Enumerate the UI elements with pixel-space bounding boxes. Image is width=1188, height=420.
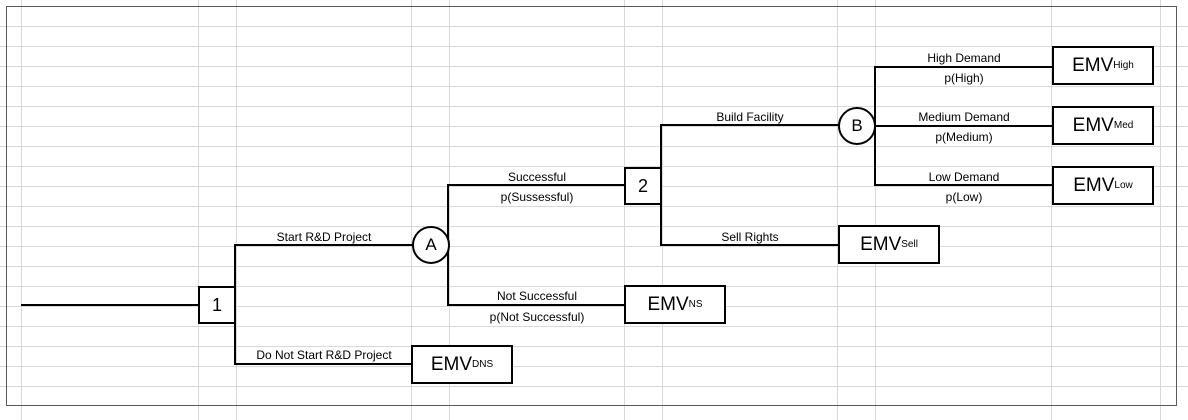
emv-dns-subscript: DNS — [472, 359, 494, 370]
emv-prefix: EMV — [430, 353, 473, 375]
decision-node-2: 2 — [624, 167, 662, 205]
grid-row-line — [0, 66, 1188, 67]
not-successful-label: Not Successful — [496, 289, 578, 303]
grid-row-line — [0, 366, 1188, 367]
do-not-start-line — [234, 363, 414, 365]
grid-row-line — [0, 126, 1188, 127]
grid-row-line — [0, 86, 1188, 87]
emv-sell-subscript: Sell — [901, 239, 918, 250]
grid-row-line — [0, 286, 1188, 287]
start-rd-line — [234, 244, 414, 246]
emv-prefix: EMV — [1072, 114, 1114, 136]
grid-row-line — [0, 166, 1188, 167]
grid-column-line — [21, 0, 22, 420]
p-high-label: p(High) — [944, 71, 984, 85]
p-low-label: p(Low) — [945, 190, 983, 204]
emv-high-subscript: High — [1113, 60, 1134, 71]
successful-label: Successful — [507, 170, 567, 184]
start-rd-label: Start R&D Project — [276, 230, 372, 244]
medium-demand-line — [874, 125, 1054, 127]
grid-row-line — [0, 106, 1188, 107]
high-demand-line — [874, 66, 1054, 68]
grid-column-line — [1160, 0, 1161, 420]
sell-rights-line — [660, 244, 840, 246]
do-not-start-label: Do Not Start R&D Project — [256, 348, 392, 362]
grid-column-line — [1051, 0, 1052, 420]
grid-column-line — [236, 0, 237, 420]
grid-row-line — [0, 306, 1188, 307]
grid-row-line — [0, 386, 1188, 387]
emv-prefix: EMV — [1072, 54, 1114, 76]
grid-column-line — [411, 0, 412, 420]
successful-line — [447, 184, 627, 186]
grid-row-line — [0, 206, 1188, 207]
medium-demand-label: Medium Demand — [918, 110, 1010, 124]
grid-column-line — [198, 0, 199, 420]
chance-node-b: B — [838, 107, 876, 145]
grid-row-line — [0, 186, 1188, 187]
sell-rights-label: Sell Rights — [721, 230, 779, 244]
grid-column-line — [624, 0, 625, 420]
grid-row-line — [0, 46, 1188, 47]
p-medium-label: p(Medium) — [935, 130, 993, 144]
build-facility-label: Build Facility — [716, 110, 784, 124]
grid-row-line — [0, 246, 1188, 247]
grid-row-line — [0, 346, 1188, 347]
grid-column-line — [875, 0, 876, 420]
p-successful-label: p(Sussessful) — [500, 190, 574, 204]
grid-row-line — [0, 326, 1188, 327]
root-line — [21, 304, 200, 306]
grid-row-line — [0, 146, 1188, 147]
chance-node-a: A — [412, 226, 450, 264]
emv-prefix: EMV — [860, 233, 902, 255]
emv-med-subscript: Med — [1113, 120, 1134, 131]
grid-row-line — [0, 26, 1188, 27]
emv-prefix: EMV — [647, 293, 689, 315]
grid-row-line — [0, 226, 1188, 227]
build-facility-line — [660, 124, 840, 126]
emv-ns-subscript: NS — [688, 299, 703, 310]
low-demand-label: Low Demand — [928, 170, 1000, 184]
low-demand-line — [874, 184, 1054, 186]
not-successful-line — [447, 304, 627, 306]
grid-row-line — [0, 266, 1188, 267]
grid-column-line — [449, 0, 450, 420]
grid-column-line — [837, 0, 838, 420]
emv-prefix: EMV — [1073, 174, 1115, 196]
high-demand-label: High Demand — [927, 51, 1001, 65]
decision-node-1: 1 — [198, 286, 236, 324]
grid-column-line — [662, 0, 663, 420]
diagram-frame — [6, 6, 1177, 406]
p-not-successful-label: p(Not Successful) — [489, 310, 585, 324]
emv-low-subscript: Low — [1114, 180, 1133, 191]
